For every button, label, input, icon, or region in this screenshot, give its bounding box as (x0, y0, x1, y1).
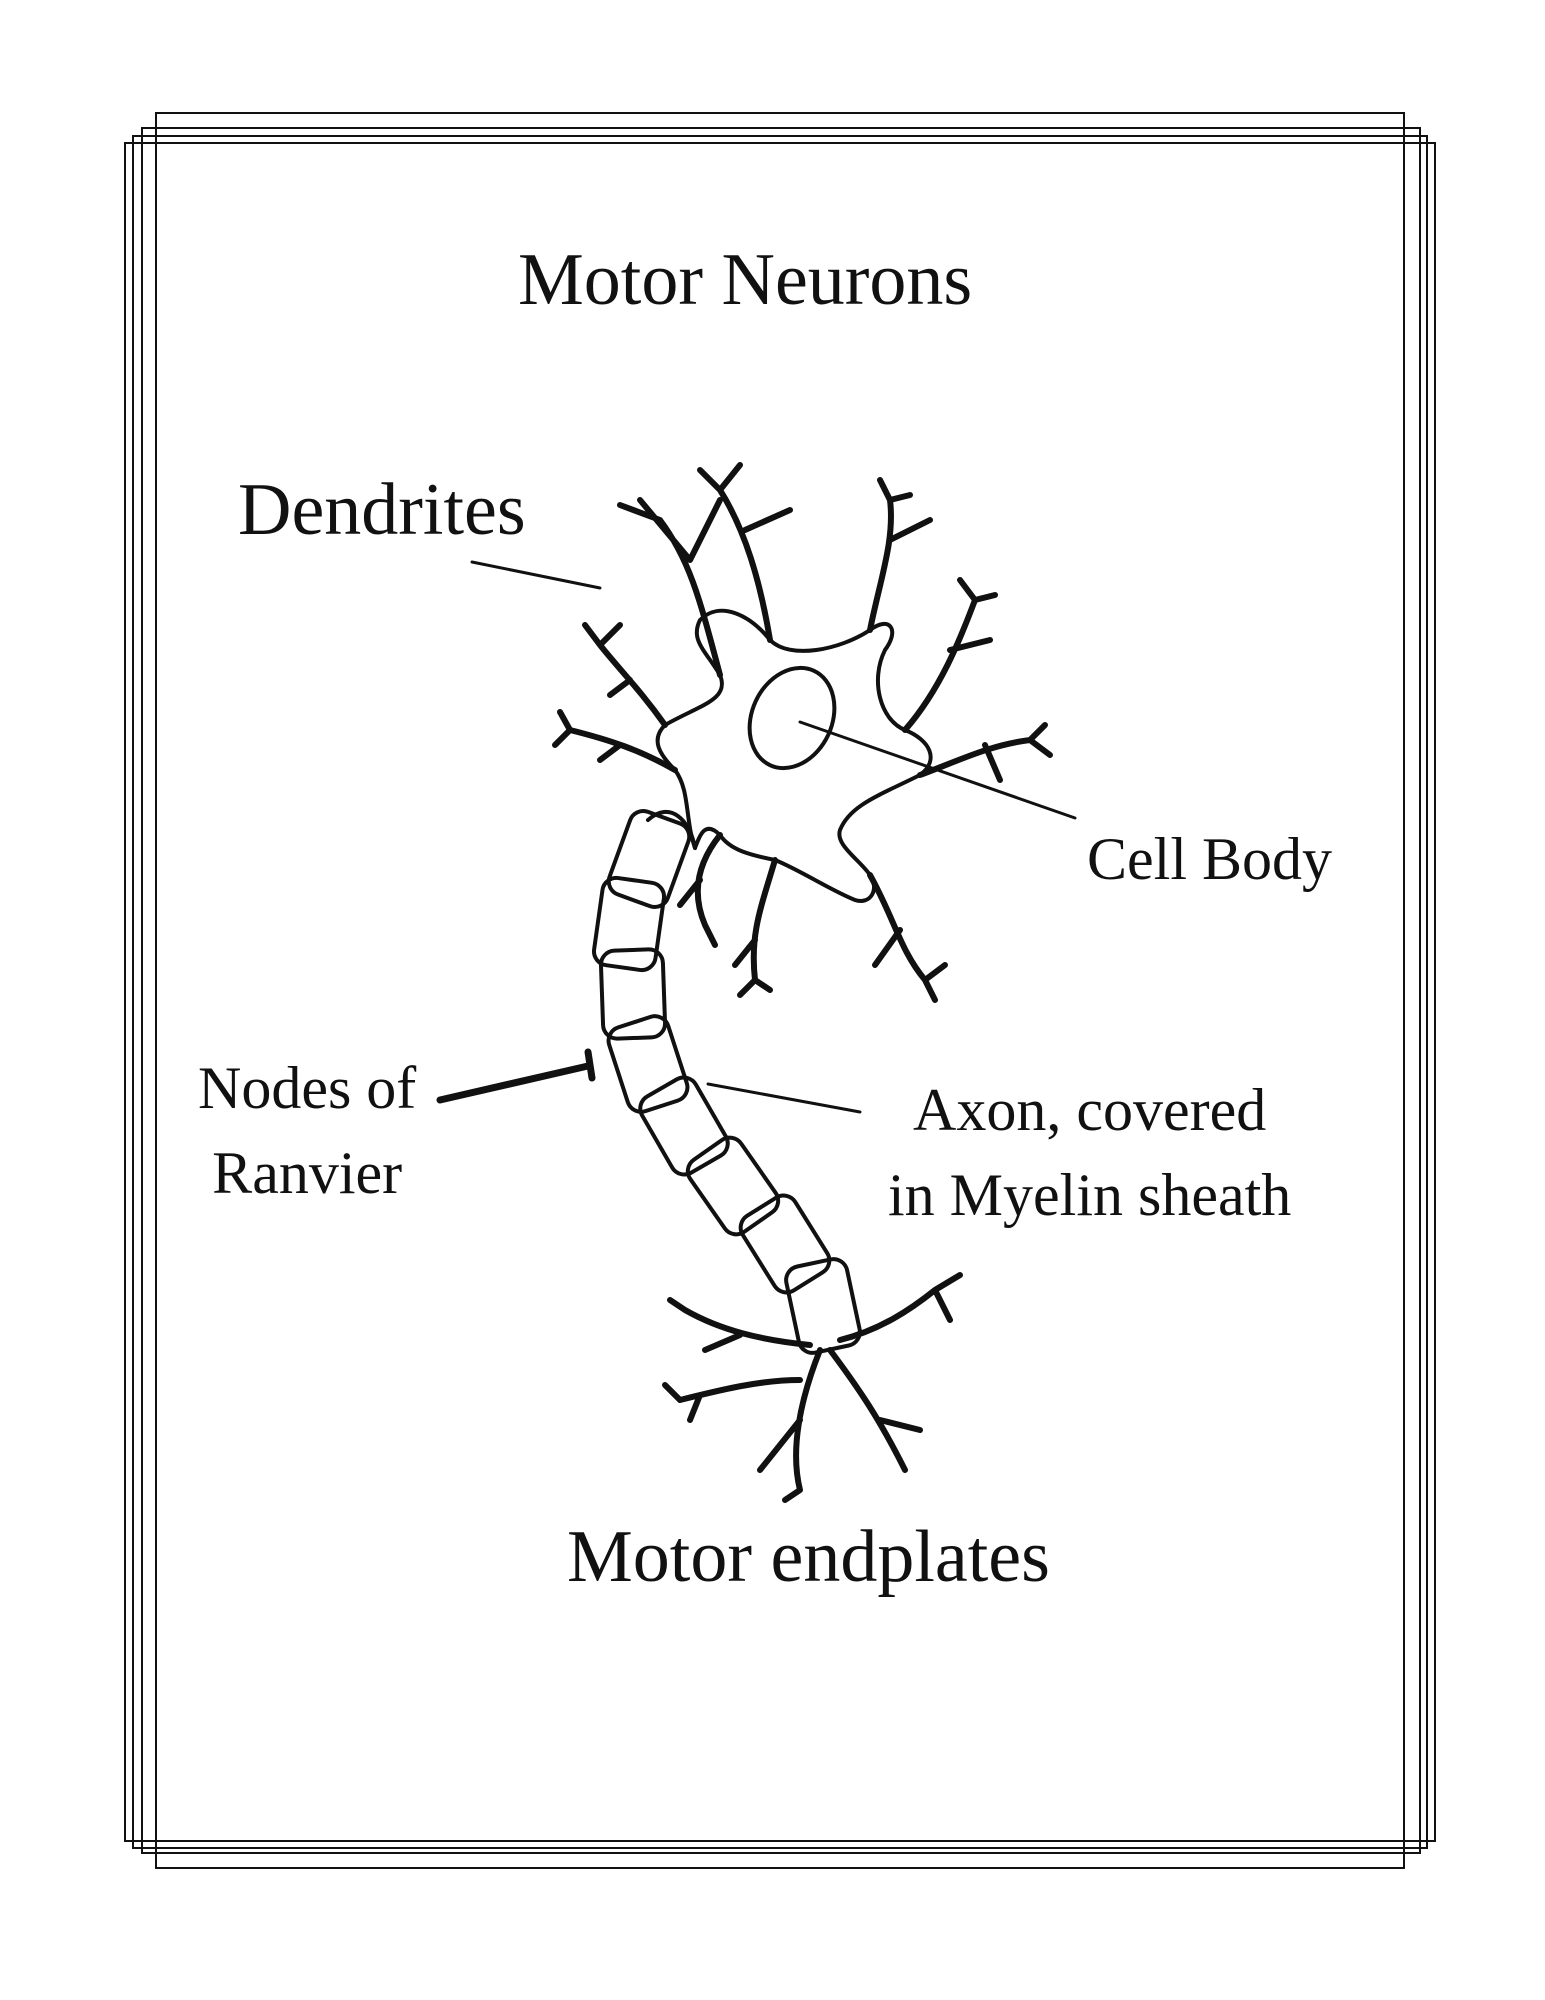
axon-label-line1: Axon, covered (913, 1077, 1267, 1143)
dendrites-label: Dendrites (238, 469, 526, 551)
myelin-segment (591, 875, 667, 973)
motor-endplates-label: Motor endplates (567, 1516, 1050, 1598)
page-border-inner-horizontal (132, 135, 1428, 1849)
diagram-title: Motor Neurons (518, 239, 973, 321)
myelin-sheath-segments (591, 808, 862, 1355)
nodes-leader-line (436, 1062, 592, 1104)
axon-label-line2: in Myelin sheath (888, 1162, 1292, 1229)
page-border-inner-vertical (141, 127, 1421, 1854)
motor-endplate-branches (662, 1272, 963, 1503)
dendrites-leader-line (470, 560, 602, 590)
myelin-segment (738, 1193, 832, 1295)
cell-body-outline (655, 608, 933, 903)
myelin-segment (606, 808, 692, 910)
nodes-of-ranvier-label-line2: Ranvier (212, 1140, 403, 1207)
page-border-outer-vertical (155, 112, 1405, 1869)
myelin-segment (638, 1075, 730, 1177)
nodes-of-ranvier-label-line1: Nodes of (198, 1055, 417, 1121)
nodes-leader-tick (584, 1048, 596, 1082)
axon-label: Axon, covered in Myelin sheath (888, 1068, 1291, 1238)
dendrites (552, 462, 1053, 1003)
page-border-outer-horizontal (124, 142, 1436, 1842)
myelin-segment (598, 947, 668, 1041)
cell-body-leader-line (798, 720, 1077, 820)
myelin-segment (606, 1014, 690, 1114)
nodes-of-ranvier-label: Nodes of Ranvier (198, 1046, 416, 1216)
myelin-segment (685, 1135, 781, 1237)
axon-leader-line (706, 1082, 862, 1114)
cell-body-label: Cell Body (1087, 826, 1333, 892)
nucleus (747, 665, 837, 771)
